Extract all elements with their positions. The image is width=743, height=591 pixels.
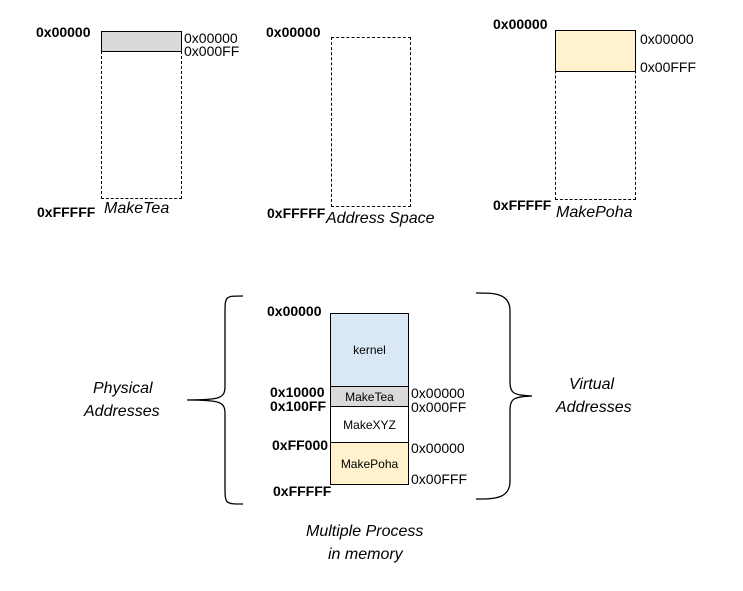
maketea-label: MakeTea	[104, 200, 170, 217]
maketea-range-end: 0x000FF	[184, 43, 240, 59]
maketea-segment-label: MakeTea	[345, 389, 394, 404]
makepoha-segment-label: MakePoha	[340, 456, 399, 471]
maketea-top-address: 0x00000	[36, 24, 91, 40]
makepoha-bottom-address: 0xFFFFF	[493, 197, 552, 213]
address-space-box	[331, 37, 411, 207]
right-brace	[475, 292, 533, 500]
makepoha-range-end: 0x00FFF	[640, 59, 697, 75]
virtual-label-line1: Virtual	[569, 376, 615, 393]
virtual-address-1: 0x00000	[411, 385, 465, 401]
maketea-range-start: 0x00000	[184, 30, 238, 46]
makexyz-segment-label: MakeXYZ	[343, 417, 396, 432]
caption-line2: in memory	[328, 546, 403, 563]
kernel-label: kernel	[353, 343, 386, 357]
virtual-address-3: 0x00000	[411, 440, 465, 456]
virtual-address-4: 0x00FFF	[411, 471, 468, 487]
address-space-label: Address Space	[326, 210, 435, 227]
physical-address-3: 0xFF000	[272, 437, 329, 453]
makepoha-segment: MakePoha	[330, 442, 409, 485]
address-space-bottom-address: 0xFFFFF	[267, 205, 326, 221]
virtual-address-2: 0x000FF	[411, 399, 467, 415]
physical-address-2: 0x100FF	[270, 398, 327, 414]
physical-address-0: 0x00000	[267, 303, 322, 319]
maketea-bottom-address: 0xFFFFF	[37, 204, 96, 220]
physical-address-4: 0xFFFFF	[273, 483, 332, 499]
maketea-space-box	[101, 31, 182, 199]
address-space-top-address: 0x00000	[266, 24, 321, 40]
makepoha-top-address: 0x00000	[493, 16, 548, 32]
makepoha-range-start: 0x00000	[640, 31, 694, 47]
physical-label-line1: Physical	[93, 380, 153, 397]
makepoha-label: MakePoha	[556, 204, 633, 221]
left-brace	[186, 295, 244, 505]
physical-address-1: 0x10000	[270, 384, 325, 400]
makepoha-used-region	[555, 30, 636, 72]
kernel-segment: kernel	[330, 313, 409, 387]
makexyz-segment: MakeXYZ	[330, 406, 409, 443]
physical-label-line2: Addresses	[84, 403, 160, 420]
maketea-segment: MakeTea	[330, 386, 409, 407]
caption-line1: Multiple Process	[306, 523, 424, 540]
virtual-label-line2: Addresses	[556, 399, 632, 416]
maketea-used-region	[101, 31, 182, 52]
